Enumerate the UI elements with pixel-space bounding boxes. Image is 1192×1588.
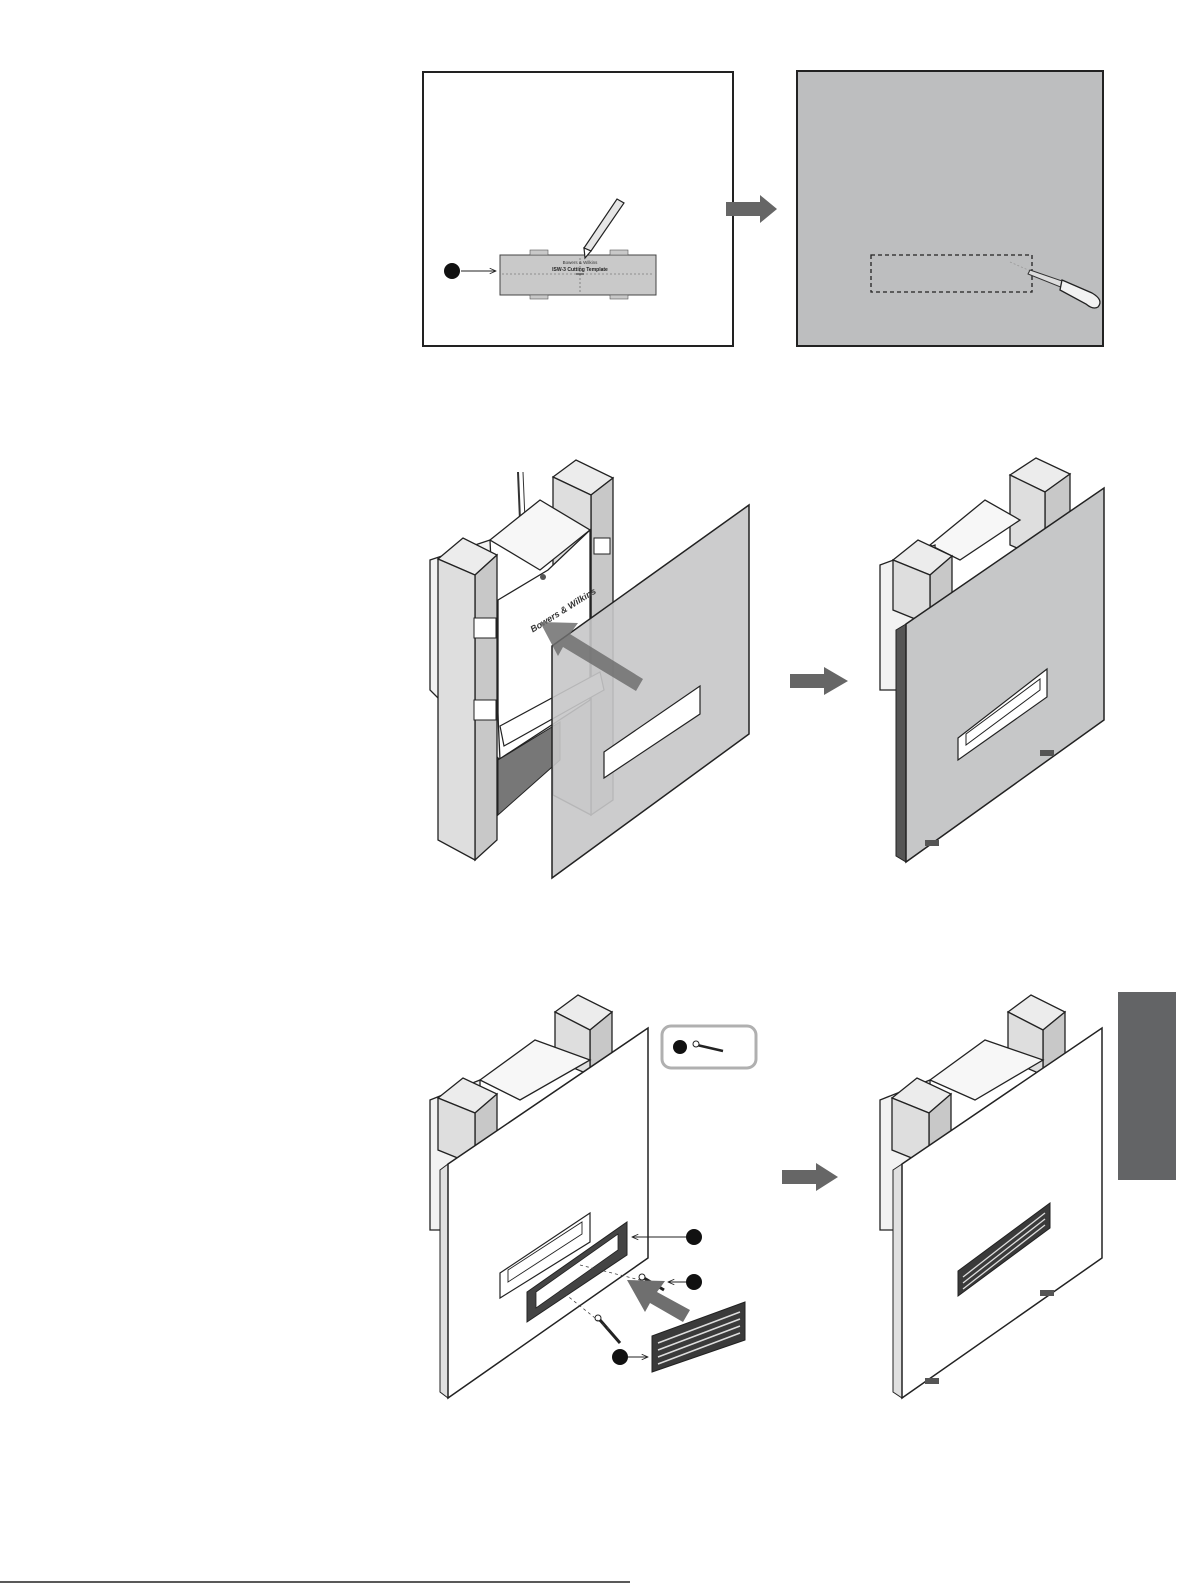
template-brand-text: Bowers & Wilkins <box>563 260 599 265</box>
parts-legend-box <box>662 1026 756 1068</box>
step-2-panel-mounted <box>880 458 1104 862</box>
side-tab <box>1118 992 1176 1180</box>
callout-marker <box>612 1349 628 1365</box>
template-title-text: ISW-3 Cutting Template <box>552 267 608 273</box>
step-2-cabinet-exploded: Bowers & Wilkins <box>430 460 749 878</box>
callout-marker <box>686 1229 702 1245</box>
step-1-template-marking: Bowers & Wilkins ISW-3 Cutting Template <box>423 72 733 346</box>
callout-marker <box>444 263 460 279</box>
cutting-template: Bowers & Wilkins ISW-3 Cutting Template <box>500 250 656 299</box>
process-arrow <box>790 667 848 695</box>
screw-icon <box>595 1315 620 1343</box>
step-1-cutting-wall <box>797 71 1103 346</box>
grille <box>652 1302 745 1372</box>
callout-marker <box>673 1040 687 1054</box>
callout-marker <box>686 1274 702 1290</box>
step-3-grille-mounted <box>880 995 1102 1398</box>
process-arrow <box>782 1163 838 1191</box>
